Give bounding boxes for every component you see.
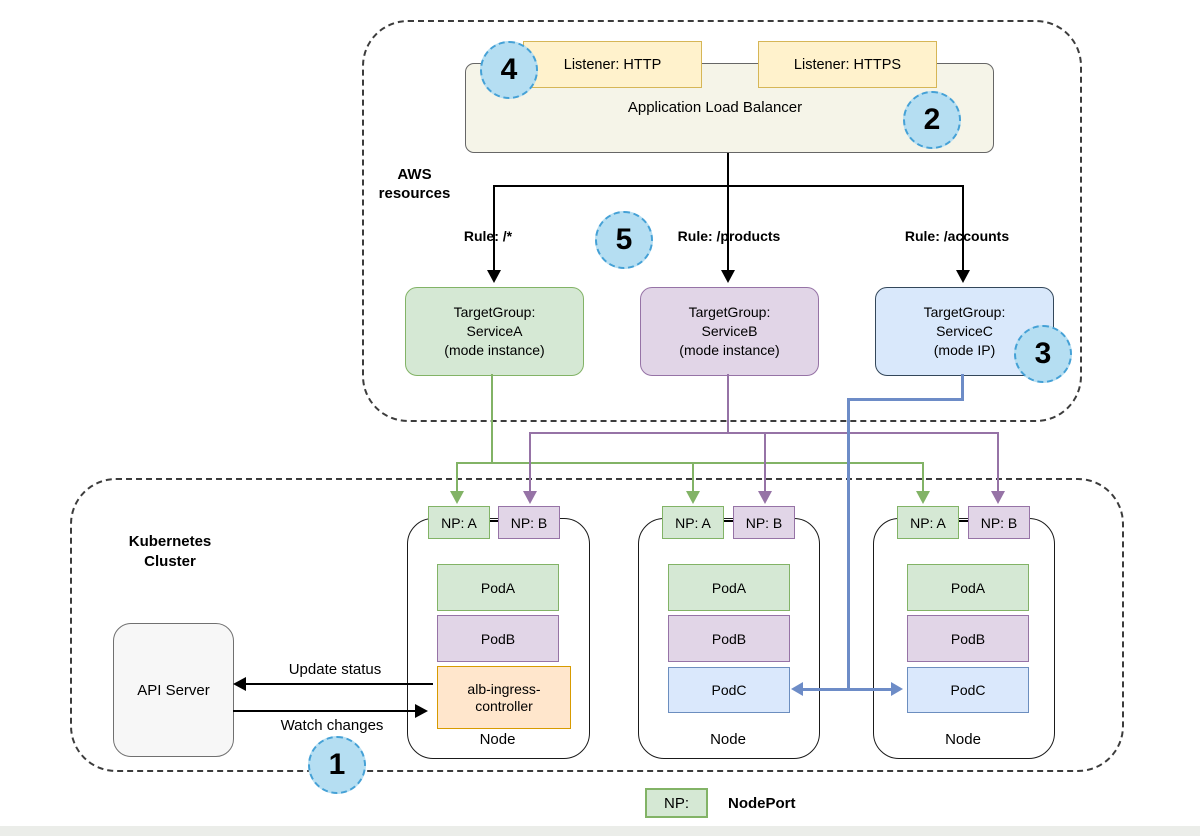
node1-pod-b: PodB [437, 615, 559, 662]
kubernetes-cluster-label-line1: Kubernetes [128, 533, 212, 550]
purple-arrowhead-node3 [991, 491, 1005, 504]
blue-connector-vertical [846, 398, 850, 690]
purple-drop-node3 [996, 433, 1000, 491]
listener-https-box: Listener: HTTPS [758, 41, 937, 88]
footer-strip [0, 826, 1200, 836]
blue-arrowhead-node3-podc [891, 682, 903, 696]
alb-trunk-line [726, 151, 730, 187]
annotation-circle-3: 3 [1014, 325, 1072, 383]
green-connector-bus [455, 461, 924, 465]
annotation-circle-5: 5 [595, 211, 653, 269]
aws-resources-boundary [362, 20, 1082, 422]
tg-c-title: TargetGroup: [923, 304, 1006, 320]
legend-np-box: NP: [645, 788, 708, 818]
rule-products-label: Rule: /products [677, 228, 781, 244]
tg-b-mode: (mode instance) [679, 342, 780, 358]
node1-pod-a: PodA [437, 564, 559, 611]
rule-default-arrowhead [487, 270, 501, 283]
aws-resources-label-line1: AWS [397, 166, 432, 183]
rule-accounts-arrowhead [956, 270, 970, 283]
aws-resources-label: AWS resources [362, 165, 467, 203]
annotation-circle-2: 2 [903, 91, 961, 149]
node2-pod-b: PodB [668, 615, 790, 662]
green-connector-drop [490, 374, 494, 464]
np-link-node2 [722, 520, 733, 522]
purple-connector-drop [726, 374, 730, 434]
np-link-node1 [488, 520, 498, 522]
rule-accounts-label: Rule: /accounts [904, 228, 1010, 244]
node3-nodeport-b: NP: B [968, 506, 1030, 539]
rule-products-arrowhead [721, 270, 735, 283]
rule-products-line [726, 186, 730, 270]
legend-nodeport-label: NodePort [728, 795, 796, 812]
tg-a-service: ServiceA [466, 323, 523, 339]
green-arrowhead-node3 [916, 491, 930, 504]
listener-http-box: Listener: HTTP [523, 41, 702, 88]
node1-nodeport-b: NP: B [498, 506, 560, 539]
green-drop-node3 [921, 463, 925, 491]
rule-accounts-line [961, 186, 965, 270]
purple-arrowhead-node2 [758, 491, 772, 504]
node1-label: Node [479, 731, 516, 748]
green-drop-node2 [691, 463, 695, 491]
node2-label: Node [710, 731, 746, 748]
blue-connector-drop [960, 374, 964, 401]
tg-c-mode: (mode IP) [933, 342, 996, 358]
watch-changes-arrowhead [415, 703, 428, 718]
blue-podc-shaft [801, 687, 893, 691]
node1-nodeport-a: NP: A [428, 506, 490, 539]
np-link-node3 [957, 520, 968, 522]
annotation-circle-4: 4 [480, 41, 538, 99]
tg-b-title: TargetGroup: [688, 304, 771, 320]
tg-a-mode: (mode instance) [444, 342, 545, 358]
node2-nodeport-a: NP: A [662, 506, 724, 539]
update-status-label: Update status [288, 661, 382, 678]
tg-b-service: ServiceB [701, 323, 758, 339]
tg-a-title: TargetGroup: [453, 304, 536, 320]
aws-resources-label-line2: resources [378, 185, 451, 202]
node2-pod-a: PodA [668, 564, 790, 611]
node3-pod-a: PodA [907, 564, 1029, 611]
watch-changes-shaft [233, 709, 415, 713]
node3-pod-c: PodC [907, 667, 1029, 713]
node3-pod-b: PodB [907, 615, 1029, 662]
blue-connector-jog [846, 398, 964, 401]
kubernetes-cluster-label-line2: Cluster [144, 553, 196, 570]
purple-drop-node2 [763, 433, 767, 491]
api-server-box: API Server [113, 623, 234, 757]
node1-alb-ingress-controller: alb-ingress-controller [437, 666, 571, 729]
green-arrowhead-node1 [450, 491, 464, 504]
alb-title: Application Load Balancer [627, 99, 803, 116]
purple-drop-node1 [528, 433, 532, 491]
green-arrowhead-node2 [686, 491, 700, 504]
annotation-circle-1: 1 [308, 736, 366, 794]
green-drop-node1 [455, 463, 459, 491]
rule-default-line [492, 186, 496, 270]
kubernetes-cluster-label: Kubernetes Cluster [95, 532, 245, 572]
kubernetes-cluster-boundary [70, 478, 1124, 772]
target-group-service-a: TargetGroup: ServiceA (mode instance) [405, 287, 584, 376]
purple-arrowhead-node1 [523, 491, 537, 504]
node2-pod-c: PodC [668, 667, 790, 713]
tg-c-service: ServiceC [936, 323, 993, 339]
watch-changes-label: Watch changes [280, 717, 384, 734]
node2-nodeport-b: NP: B [733, 506, 795, 539]
blue-arrowhead-node2-podc [791, 682, 803, 696]
node3-label: Node [945, 731, 981, 748]
update-status-shaft [246, 682, 433, 686]
update-status-arrowhead [233, 676, 246, 691]
target-group-service-b: TargetGroup: ServiceB (mode instance) [640, 287, 819, 376]
rule-default-label: Rule: /* [463, 228, 513, 244]
node3-nodeport-a: NP: A [897, 506, 959, 539]
